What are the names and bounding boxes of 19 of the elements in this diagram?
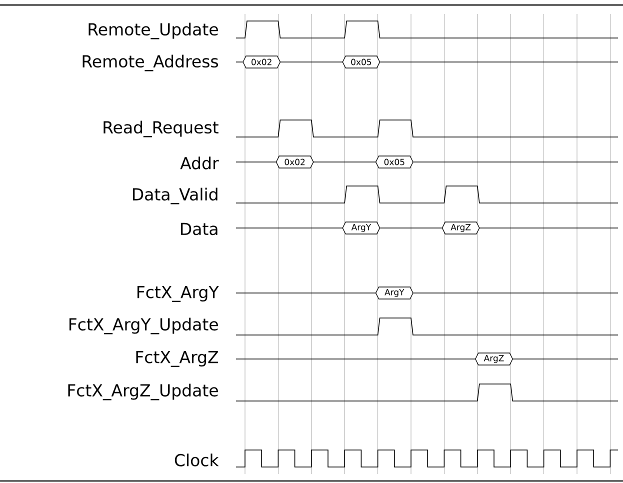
bus-value: 0x02 (276, 156, 314, 168)
bus-value: ArgZ (442, 222, 480, 234)
signal-name: Remote_Address (82, 54, 218, 72)
bus-value: 0x05 (342, 56, 380, 68)
signal-name: Data (181, 222, 218, 236)
signal-name: FctX_ArgY_Update (70, 318, 218, 334)
bus-value: ArgY (342, 222, 380, 234)
signal-name: FctX_ArgZ (136, 351, 218, 367)
bus-value: ArgY (375, 286, 414, 300)
signal-name: FctX_ArgZ_Update (68, 384, 218, 400)
signal-name: Addr (180, 156, 219, 170)
signal-name: Remote_Update (88, 22, 218, 40)
bus-value: 0x05 (375, 156, 414, 168)
signal-name: FctX_ArgY (138, 286, 219, 302)
signal-name: Clock (174, 454, 219, 466)
signal-name: Data_Valid (133, 188, 218, 204)
bus-value: ArgZ (475, 352, 513, 366)
signal-name: Read_Request (104, 120, 218, 138)
bus-value: 0x02 (242, 56, 281, 68)
